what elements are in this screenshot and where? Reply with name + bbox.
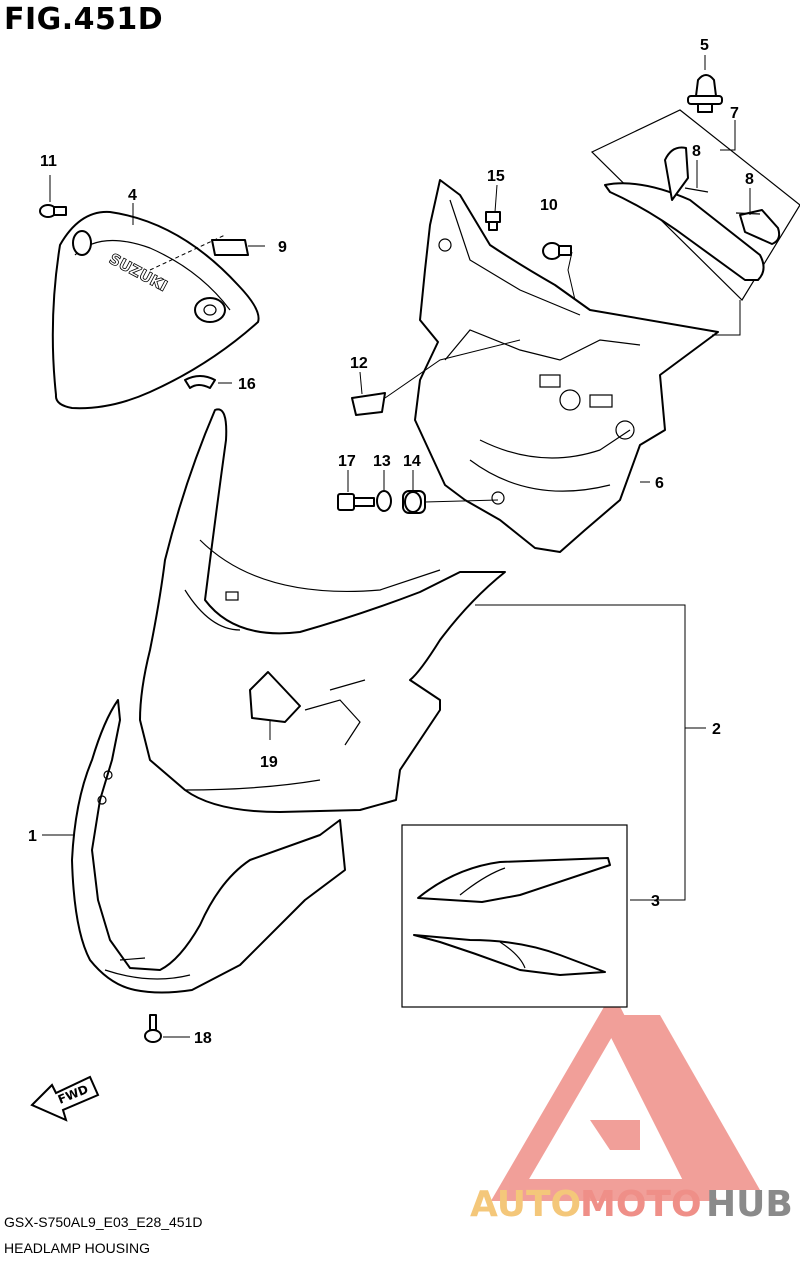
callout-17: 17 [338, 453, 356, 470]
callout-numbers: 1 2 3 4 5 6 7 8 8 9 10 11 12 13 14 15 16… [28, 37, 754, 1047]
part-12-nut-icon [351, 392, 386, 416]
decal-lower [413, 934, 606, 976]
part-11-screw-icon [39, 204, 67, 218]
cowl-bolt-hole-icon [72, 230, 92, 256]
watermark-text: AUTO MOTO HUB [470, 1184, 793, 1225]
part-10-bolt-icon [542, 242, 572, 260]
part-1-lower-fairing [71, 699, 346, 994]
part-16-clip-icon [184, 375, 216, 389]
part-18-screw-icon [144, 1014, 162, 1043]
callout-8a: 8 [692, 143, 701, 160]
callout-12: 12 [350, 355, 368, 372]
watermark-triangle-left [490, 991, 718, 1201]
callout-16: 16 [238, 376, 256, 393]
part-3-decals-box [401, 824, 628, 1008]
part-2-upper-fairing [139, 408, 506, 813]
callout-2: 2 [712, 721, 721, 738]
callout-8b: 8 [745, 171, 754, 188]
callout-4: 4 [128, 187, 137, 204]
part-15-rivet-icon [485, 211, 501, 231]
model-code: GSX-S750AL9_E03_E28_451D [4, 1214, 203, 1230]
watermark-inner-bar [590, 1120, 640, 1150]
part-17-bolt-icon [337, 493, 375, 511]
callout-13: 13 [373, 453, 391, 470]
part-4-cowl: SUZUKI [51, 210, 260, 410]
part-14-grommet-icon [402, 490, 426, 514]
callout-3: 3 [651, 893, 660, 910]
callout-1: 1 [28, 828, 37, 845]
watermark-hub: HUB [706, 1184, 793, 1225]
callout-19: 19 [260, 754, 278, 771]
callout-14: 14 [403, 453, 421, 470]
part-7-bracket-box [590, 109, 800, 301]
callout-10: 10 [540, 197, 558, 214]
callout-9: 9 [278, 239, 287, 256]
watermark-logo [490, 991, 760, 1201]
section-name: HEADLAMP HOUSING [4, 1240, 150, 1256]
watermark-auto: AUTO [470, 1184, 581, 1225]
callout-18: 18 [194, 1030, 212, 1047]
callout-5: 5 [700, 37, 709, 54]
part-13-washer-icon [376, 490, 392, 512]
cowl-grommet-icon [194, 297, 226, 323]
part-6-headlamp-bracket [414, 179, 719, 553]
watermark-triangle-right [612, 1015, 760, 1190]
callout-7: 7 [730, 105, 739, 122]
part-5-rivet-icon [687, 74, 723, 113]
callout-11: 11 [40, 153, 57, 170]
callout-15: 15 [487, 168, 505, 185]
fwd-arrow-icon: FWD [30, 1075, 100, 1122]
part-19-label [249, 671, 301, 723]
watermark-moto: MOTO [580, 1184, 702, 1225]
figure-title: FIG.451D [4, 2, 164, 37]
callout-6: 6 [655, 475, 664, 492]
part-9-sticker [211, 239, 249, 256]
leader-lines [42, 55, 751, 1038]
